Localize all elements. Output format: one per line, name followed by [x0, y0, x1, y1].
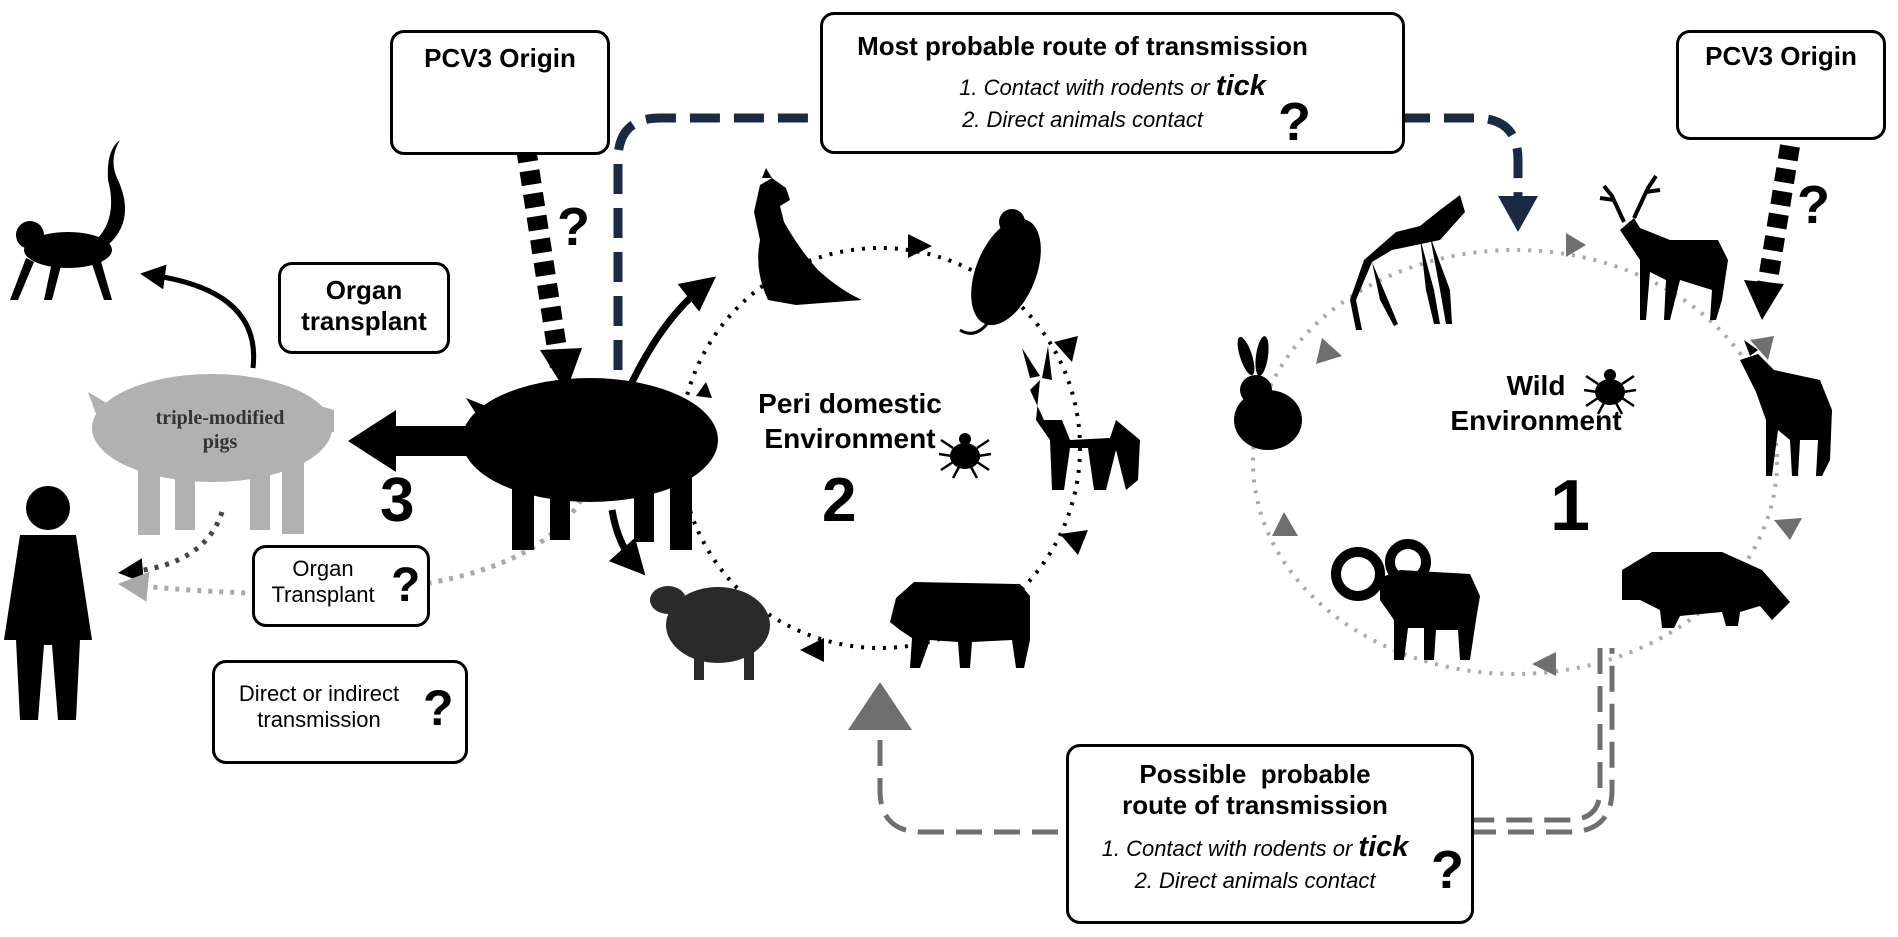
origin-right-arrowhead	[1744, 280, 1784, 320]
cycle-arrowhead	[1566, 233, 1586, 257]
route-item-1-text: 1. Contact with rodents or	[1101, 836, 1359, 861]
modified-pig-to-human-arrow	[118, 511, 225, 584]
wild-env-line-2: Environment	[1450, 405, 1622, 436]
top-route-line	[613, 113, 1523, 370]
ram-icon	[1331, 539, 1480, 660]
pcv3-origin-title: PCV3 Origin	[1705, 41, 1857, 71]
question-mark: ?	[423, 680, 454, 736]
direct-transmission-box: Direct or indirect transmission ?	[212, 660, 468, 764]
transplant-number: 3	[380, 466, 415, 535]
cycle-arrowhead	[1316, 338, 1342, 364]
cycle-arrowhead	[908, 234, 932, 258]
cycle-arrowhead	[1774, 518, 1802, 540]
peri-domestic-label: Peri domestic Environment	[740, 386, 960, 456]
pcv3-origin-title: PCV3 Origin	[424, 43, 576, 73]
rat-icon	[959, 209, 1041, 335]
organ-transplant-q-line-2: Transplant	[271, 582, 375, 607]
dog-icon	[754, 168, 862, 305]
origin-right-arrow	[1756, 144, 1800, 294]
question-mark: ?	[1278, 92, 1311, 152]
modified-pigs-line-1: triple-modified	[155, 407, 285, 429]
route-item-1-tick: tick	[1358, 831, 1409, 863]
wild-env-number: 1	[1550, 466, 1591, 546]
organ-transplant-line-1: Organ	[325, 275, 403, 305]
direct-transmission-line-1: Direct or indirect	[238, 681, 400, 706]
wild-cycle	[1251, 248, 1779, 676]
most-probable-route-box: Most probable route of transmission 1. C…	[820, 12, 1405, 154]
cycle-arrowhead	[800, 638, 824, 662]
question-mark: ?	[391, 559, 421, 612]
pig-to-monkey-arrow	[140, 264, 257, 369]
possible-route-box: Possible probable route of transmission …	[1066, 744, 1474, 924]
question-mark: ?	[557, 197, 590, 257]
monkey-icon	[10, 140, 126, 300]
domestic-pig-icon	[462, 378, 718, 550]
sheep-icon	[650, 586, 770, 680]
origin-left-arrow	[516, 146, 570, 370]
goat-icon	[1740, 340, 1832, 476]
organ-transplant-line-2: transplant	[301, 306, 427, 336]
direct-transmission-line-2: transmission	[257, 707, 381, 732]
human-icon	[4, 486, 92, 720]
route-title-line-1: Possible probable	[1139, 759, 1371, 789]
route-title: Most probable route of transmission	[857, 31, 1308, 61]
peri-domestic-line-2: Environment	[764, 423, 936, 454]
organ-transplant-q-line-1: Organ	[292, 556, 354, 581]
cycle-arrowhead	[1060, 530, 1088, 555]
pig-to-modified-arrowhead	[348, 410, 396, 472]
donkey-icon	[1022, 346, 1140, 490]
pcv3-origin-box-right: PCV3 Origin	[1676, 30, 1886, 140]
modified-pigs-label: triple-modified pigs	[140, 406, 300, 454]
peri-domestic-line-1: Peri domestic	[758, 388, 942, 419]
pig-to-sheep-arrow	[608, 509, 646, 576]
organ-transplant-box: Organ transplant	[278, 262, 450, 354]
question-mark: ?	[1431, 840, 1464, 900]
organ-transplant-question-box: Organ Transplant ?	[252, 545, 430, 627]
bottom-route-arrowhead	[848, 682, 912, 730]
pig-to-human-arrow	[118, 479, 593, 602]
route-item-2: 2. Direct animals contact	[962, 107, 1203, 132]
pcv3-origin-box-left: PCV3 Origin	[390, 30, 610, 155]
rabbit-icon	[1234, 336, 1302, 450]
route-title-line-2: route of transmission	[1122, 790, 1388, 820]
wild-env-label: Wild Environment	[1446, 368, 1626, 438]
bottom-route-line	[877, 648, 1615, 835]
peri-domestic-number: 2	[822, 466, 857, 535]
wild-env-line-1: Wild	[1506, 370, 1566, 401]
pig-to-modified-arrow-shaft	[388, 426, 472, 456]
fawn-icon	[1350, 195, 1465, 330]
boar-icon	[1622, 552, 1790, 628]
cycle-arrowhead	[1750, 336, 1774, 360]
modified-pigs-line-2: pigs	[202, 431, 238, 453]
route-item-2: 2. Direct animals contact	[1134, 868, 1376, 893]
cow-icon	[890, 582, 1030, 668]
cycle-arrowhead	[1054, 336, 1078, 362]
top-route-arrowhead	[1498, 196, 1538, 232]
cycle-arrowhead	[1532, 652, 1556, 676]
route-item-1-tick: tick	[1215, 70, 1266, 102]
pig-to-dog-arrow	[622, 276, 717, 397]
route-item-1: 1. Contact with rodents or tick	[1069, 831, 1441, 864]
route-item-1: 1. Contact with rodents or tick	[823, 70, 1402, 103]
question-mark: ?	[1797, 175, 1830, 235]
origin-left-arrowhead	[540, 348, 582, 392]
modified-pig-icon	[88, 374, 334, 535]
deer-icon	[1599, 174, 1728, 320]
bottom-route-line-inner	[1470, 648, 1603, 823]
route-item-1-text: 1. Contact with rodents or	[959, 75, 1216, 100]
cycle-arrowhead	[1272, 512, 1298, 536]
